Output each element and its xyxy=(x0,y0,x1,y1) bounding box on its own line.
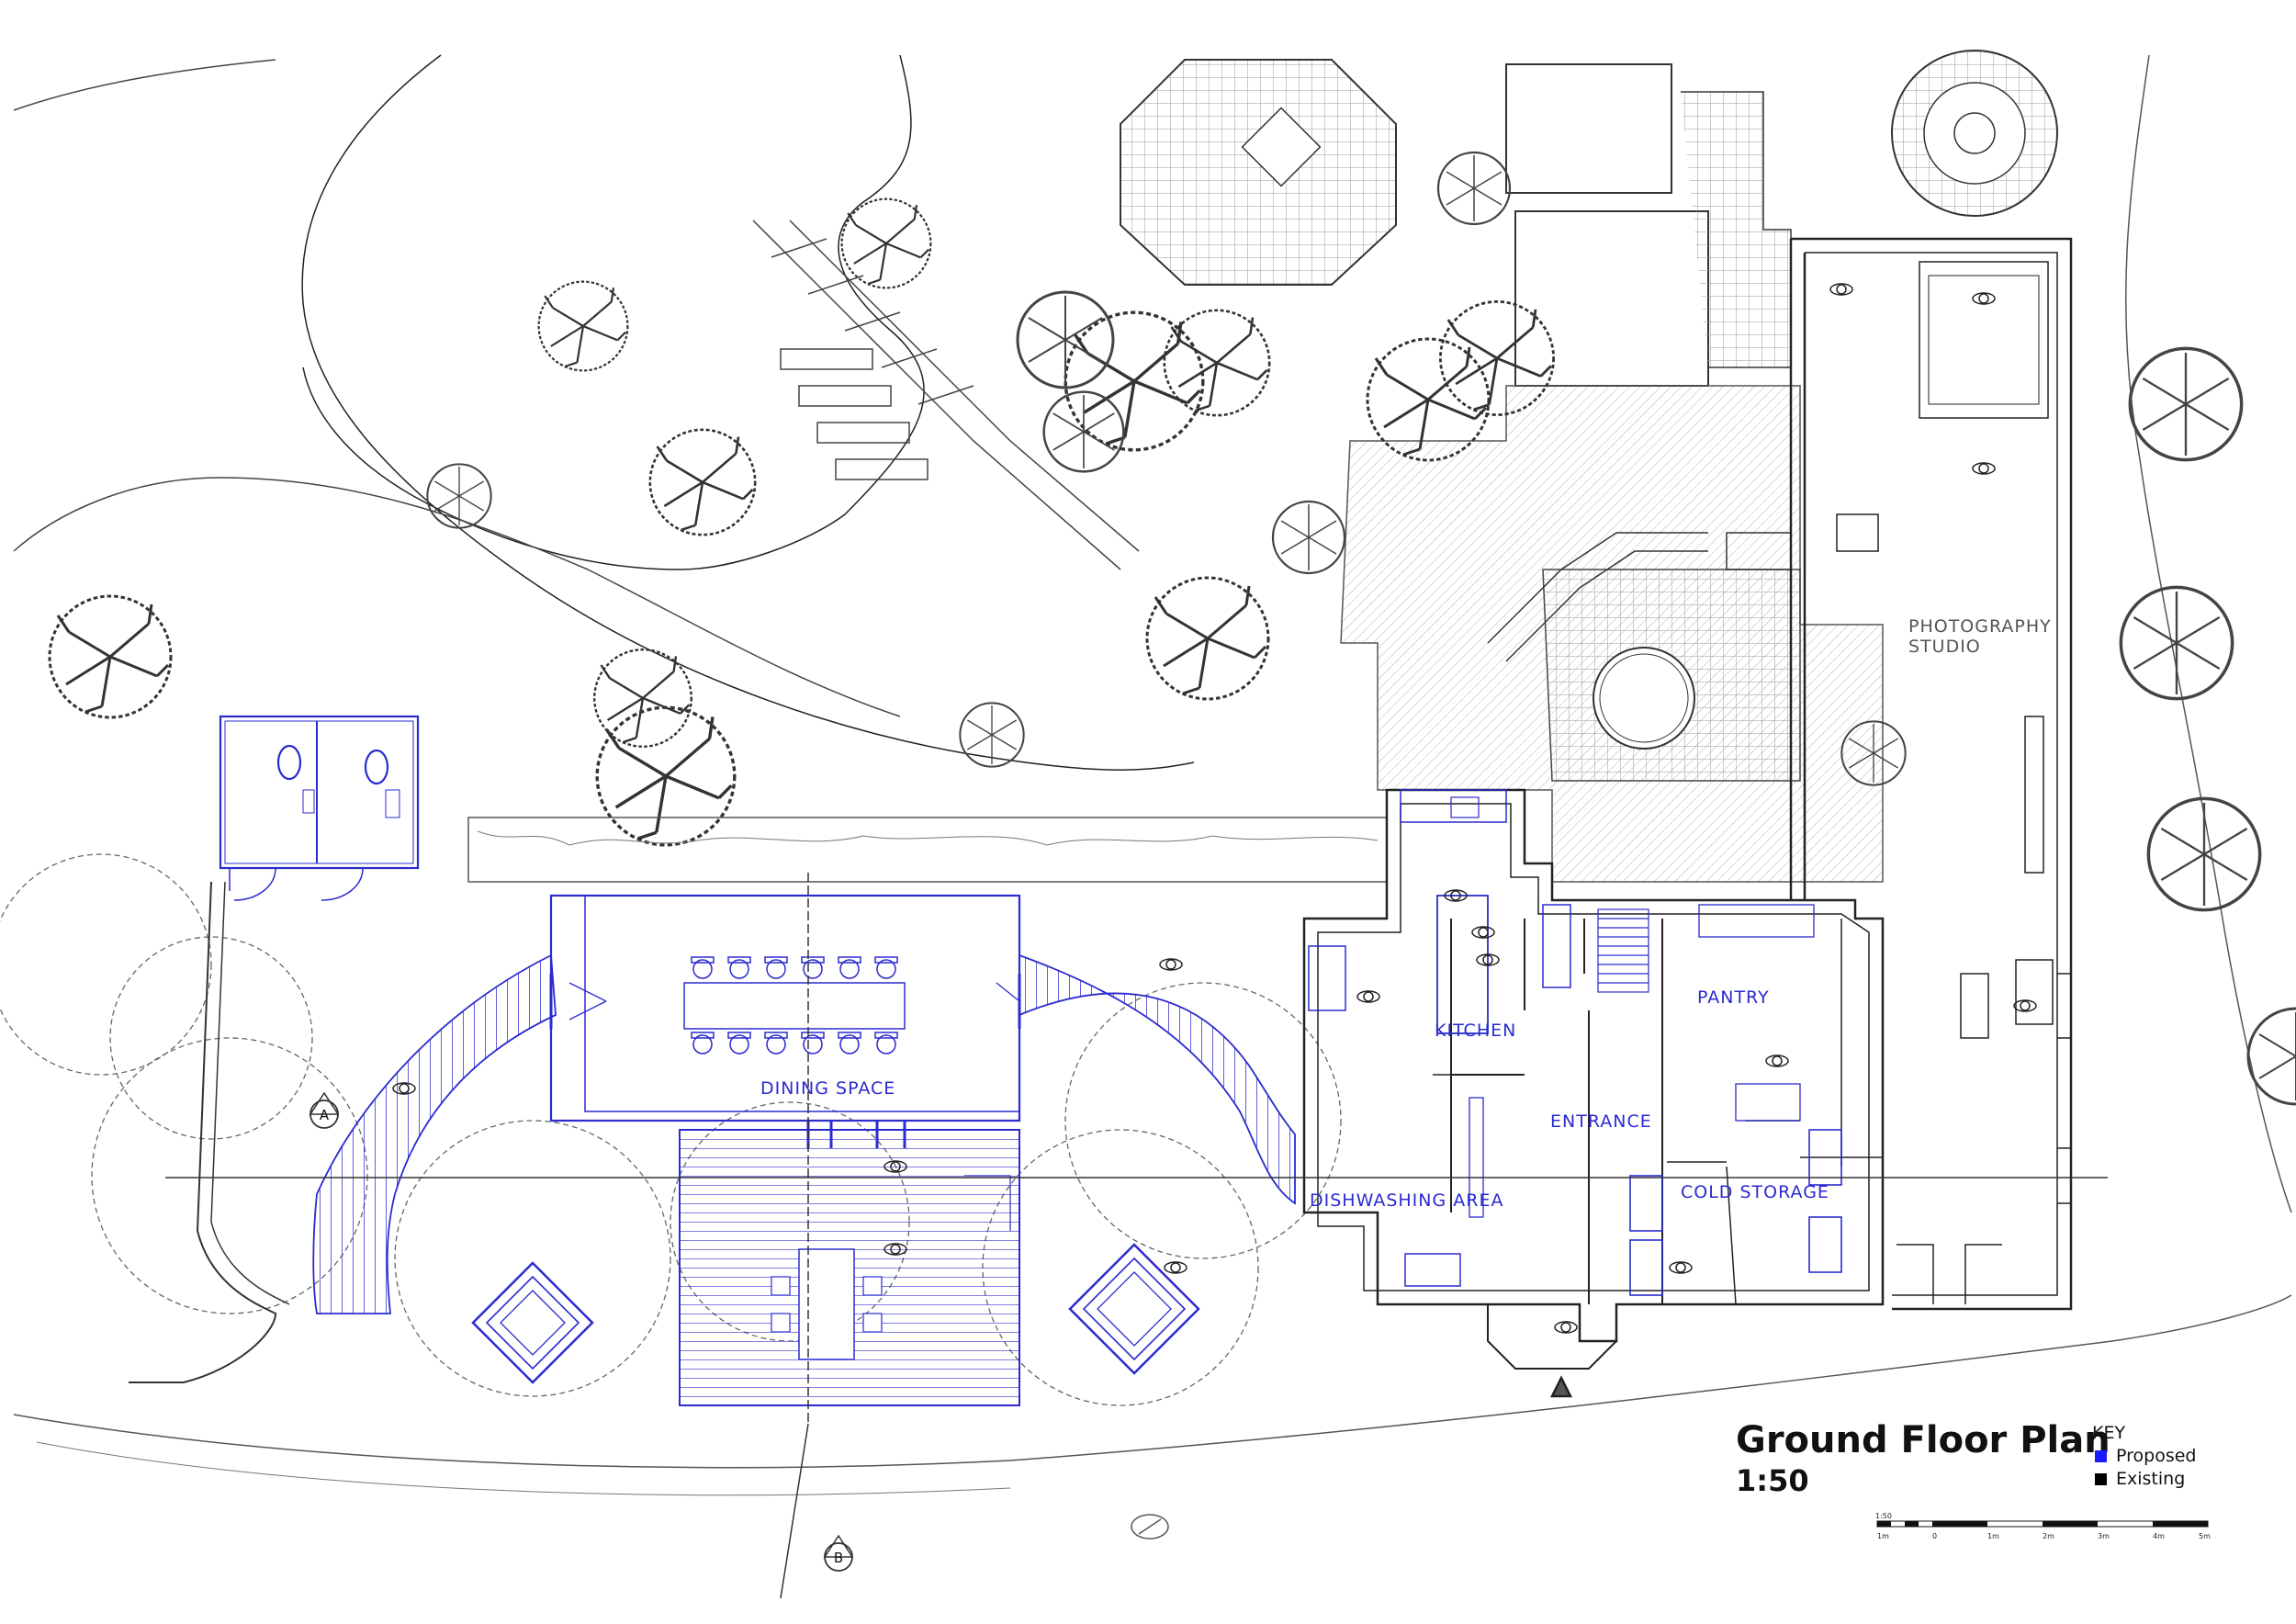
lawn-edge-left xyxy=(13,477,901,717)
entrance-stair xyxy=(1597,908,1649,993)
section-label-a: A xyxy=(320,1107,330,1123)
section-line xyxy=(165,873,2108,1599)
legend: KEY Proposed Existing xyxy=(2092,1423,2196,1489)
legend-heading: KEY xyxy=(2092,1423,2126,1443)
scalebar-tick-2: 1m xyxy=(1987,1532,1999,1540)
octagon-paving xyxy=(1120,59,1397,286)
label-photography-studio: PHOTOGRAPHY xyxy=(1908,616,2052,637)
courtyard-fountain xyxy=(1593,647,1695,750)
lawn-boundary xyxy=(301,54,1195,771)
photography-studio-outline xyxy=(1791,237,2073,1311)
north-arrow xyxy=(1131,1514,1169,1539)
scalebar-ratio: 1:50 xyxy=(1875,1512,1892,1520)
scale-bar: 1:50 1m 0 1m 2m 3m 4m 5m xyxy=(1875,1512,2211,1540)
scalebar-tick-5: 4m xyxy=(2153,1532,2165,1540)
plan-title: Ground Floor Plan xyxy=(1736,1419,2110,1461)
section-label-b: B xyxy=(834,1550,843,1566)
proposed-swatch xyxy=(2095,1449,2107,1462)
landscape xyxy=(0,50,2296,1496)
toilet-block xyxy=(219,715,420,870)
plan-scale: 1:50 xyxy=(1736,1463,1809,1498)
label-entrance: ENTRANCE xyxy=(1550,1111,1652,1132)
planter-left xyxy=(471,1261,594,1384)
existing-building xyxy=(1302,237,2073,1398)
top-left-path xyxy=(13,59,276,111)
legend-label-proposed: Proposed xyxy=(2116,1446,2197,1466)
legend-item-existing: Existing xyxy=(2095,1469,2196,1489)
scalebar-tick-1: 0 xyxy=(1932,1532,1937,1540)
planter-right xyxy=(1068,1243,1200,1375)
ramp-right xyxy=(1019,953,1296,1205)
bottom-boundary xyxy=(13,1294,2292,1469)
label-kitchen: KITCHEN xyxy=(1435,1021,1516,1041)
label-pantry: PANTRY xyxy=(1697,987,1770,1008)
legend-item-proposed: Proposed xyxy=(2095,1446,2196,1466)
stepped-walkway xyxy=(752,220,1140,570)
existing-outbuilding xyxy=(1505,63,1672,194)
label-dining-space: DINING SPACE xyxy=(760,1078,895,1099)
scalebar-tick-6: 5m xyxy=(2199,1532,2211,1540)
label-dishwashing-area: DISHWASHING AREA xyxy=(1310,1190,1503,1211)
label-cold-storage: COLD STORAGE xyxy=(1681,1182,1829,1202)
proposed-elements xyxy=(219,715,1842,1406)
title-block: Ground Floor Plan 1:50 KEY Proposed Exis… xyxy=(1736,1419,2287,1585)
scalebar-tick-4: 3m xyxy=(2098,1532,2110,1540)
bottom-boundary-2 xyxy=(36,1441,1011,1496)
hedge-planter xyxy=(467,817,1388,883)
section-marker-b: B xyxy=(823,1534,854,1572)
existing-swatch xyxy=(2095,1472,2107,1485)
house-outline xyxy=(1302,788,1885,1343)
room-labels: PHOTOGRAPHY STUDIO KITCHEN PANTRY DINING… xyxy=(760,616,2052,1211)
scalebar-tick-0: 1m xyxy=(1877,1532,1889,1540)
dining-chairs xyxy=(690,955,899,1055)
section-marker-a: A xyxy=(309,1091,340,1129)
label-photography-studio-2: STUDIO xyxy=(1908,637,1981,657)
trees xyxy=(48,197,1555,847)
scalebar-tick-3: 2m xyxy=(2043,1532,2054,1540)
ramp-left xyxy=(312,953,557,1314)
legend-label-existing: Existing xyxy=(2116,1469,2186,1489)
